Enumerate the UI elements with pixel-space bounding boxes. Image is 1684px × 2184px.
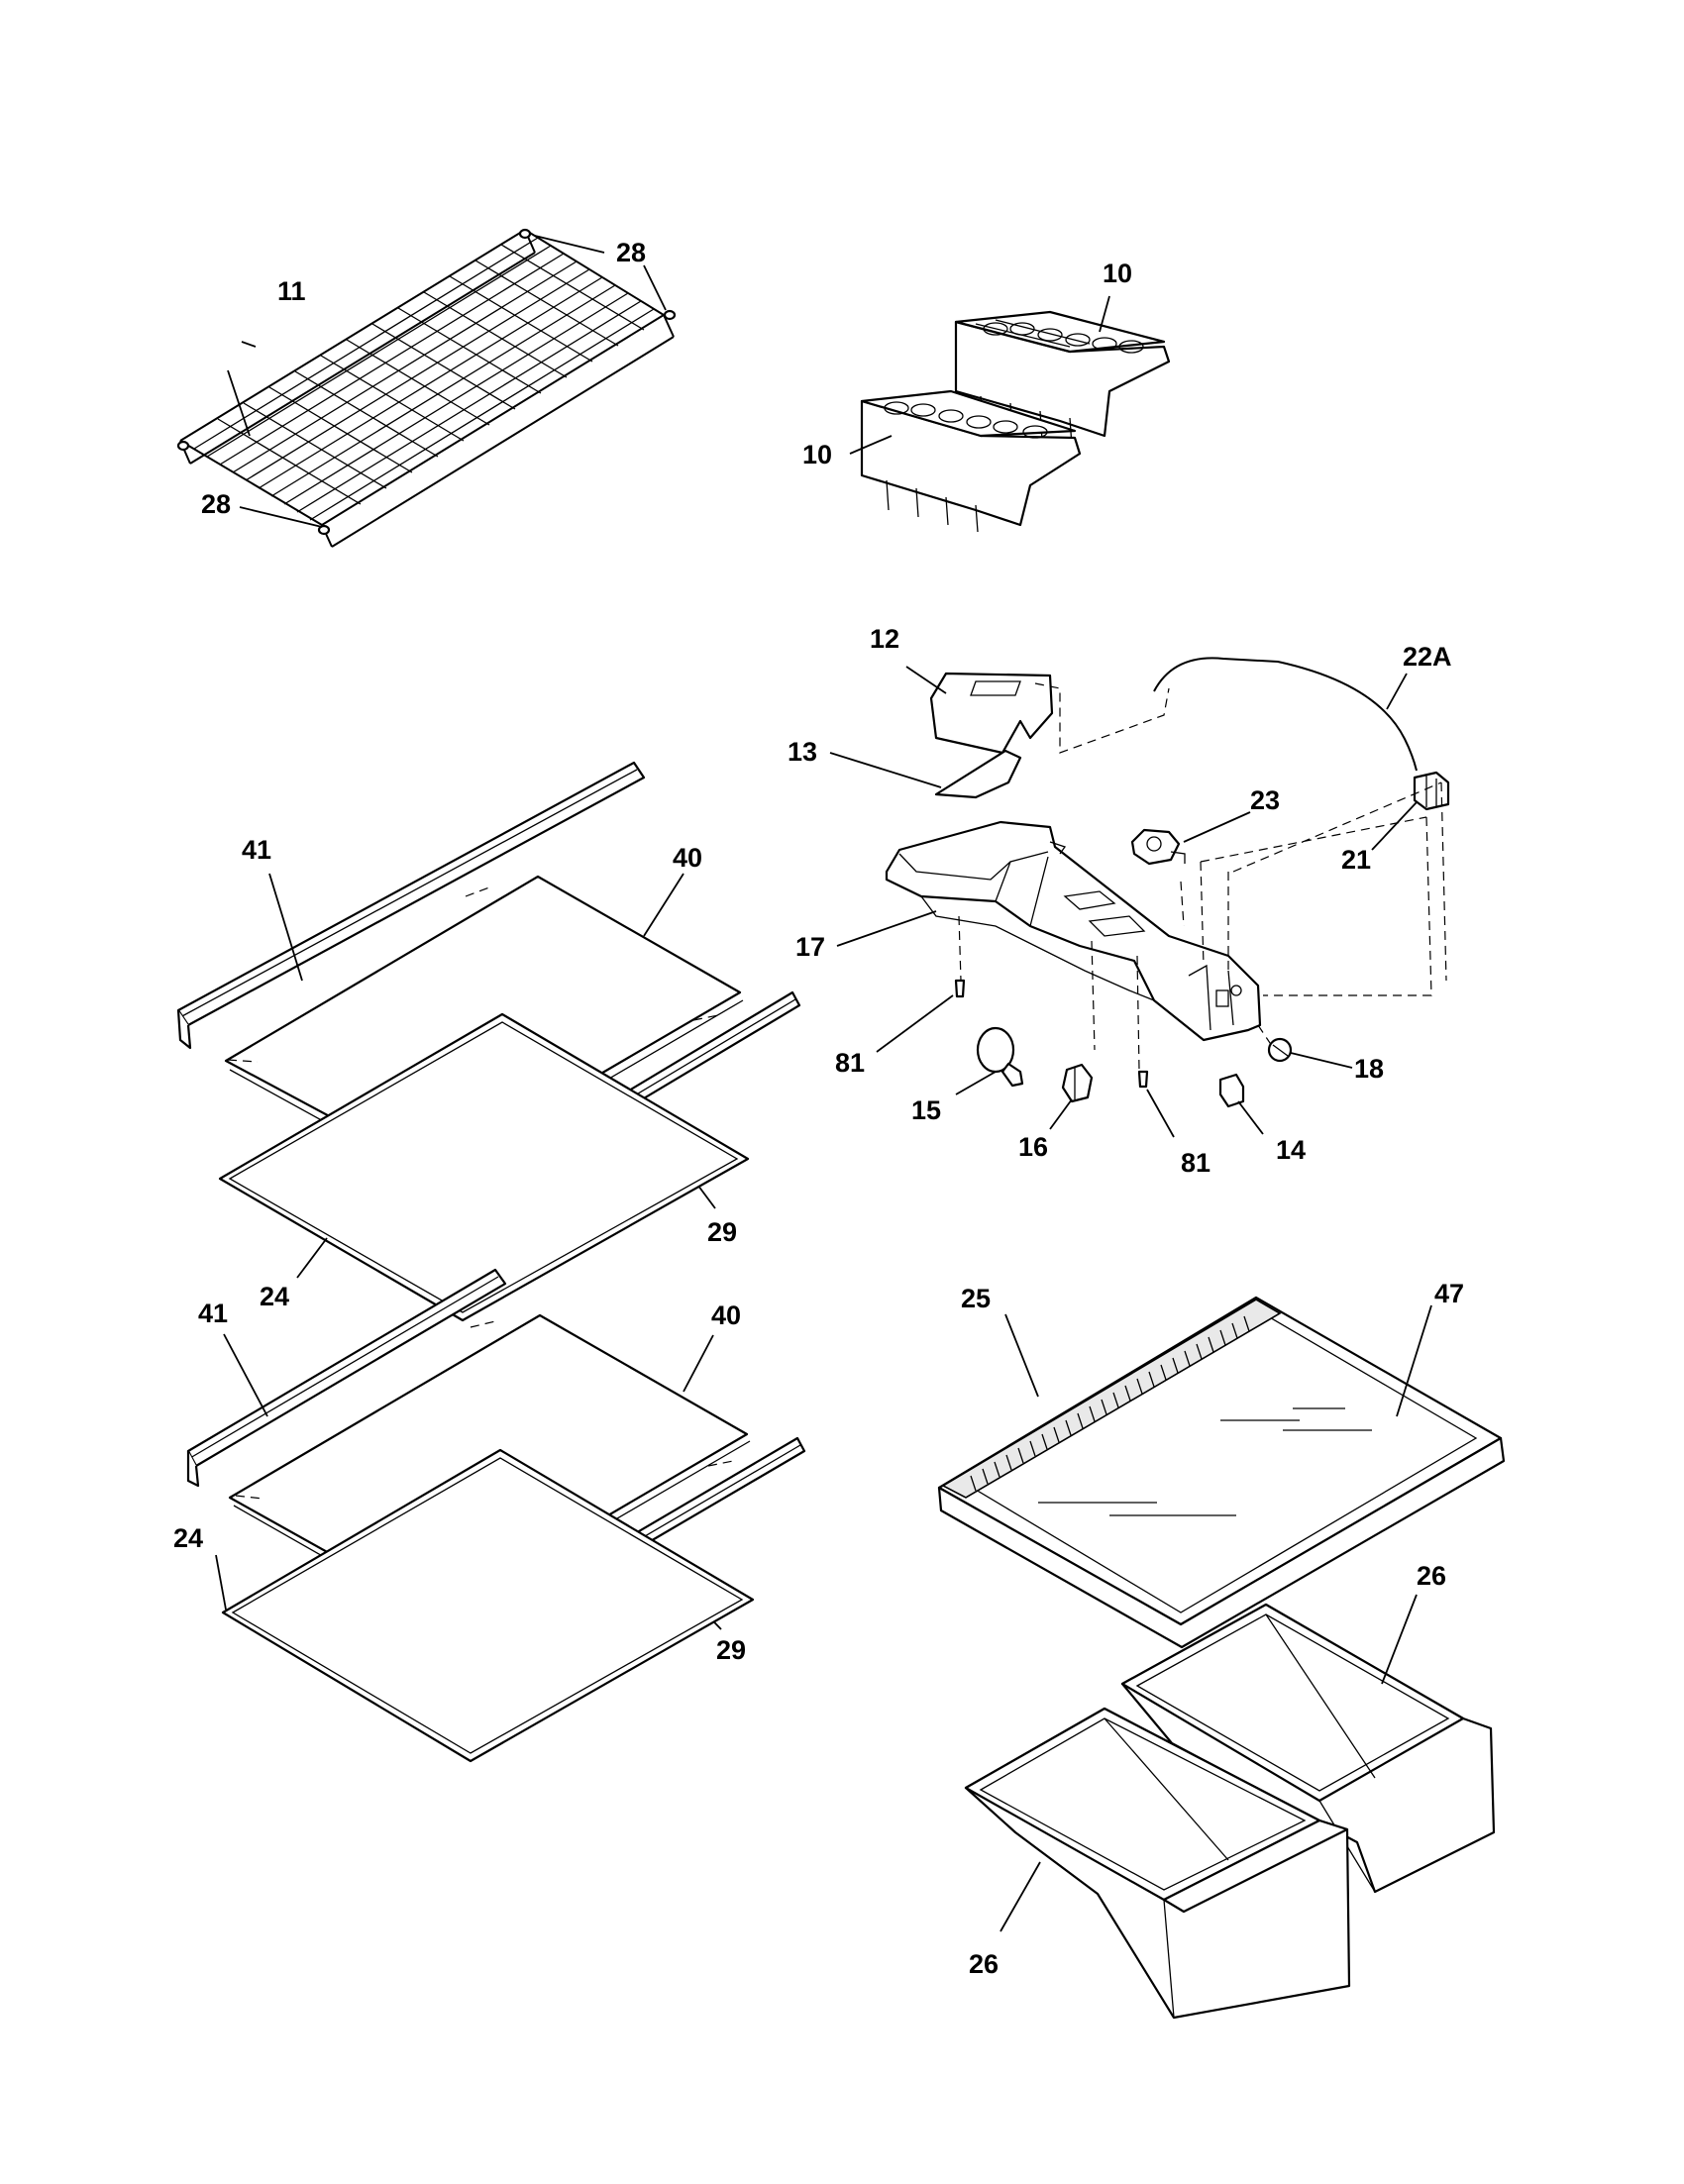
- callout-21: 21: [1341, 845, 1371, 875]
- wiring-harness-22a: [1153, 657, 1418, 772]
- callout-22a: 22A: [1403, 642, 1452, 672]
- callout-47: 47: [1434, 1279, 1464, 1308]
- callout-40: 40: [711, 1300, 741, 1330]
- crisper-drawer-26-front: [964, 1707, 1351, 2020]
- callout-12: 12: [870, 624, 899, 654]
- callout-17: 17: [795, 932, 825, 962]
- callout-16: 16: [1018, 1132, 1048, 1162]
- callout-29: 29: [707, 1217, 737, 1247]
- crisper-drawer-26-rear: [1120, 1603, 1496, 1894]
- callout-29: 29: [716, 1635, 746, 1665]
- screw-81-upper: [954, 979, 966, 998]
- callout-41: 41: [242, 835, 271, 865]
- shelf-end-cap-icon: [518, 228, 532, 240]
- callout-25: 25: [961, 1284, 991, 1313]
- ice-tray-10-lower: [860, 389, 1082, 533]
- callout-23: 23: [1250, 785, 1280, 815]
- crisper-cover-47: [937, 1296, 1506, 1649]
- connector-21: [1413, 771, 1450, 811]
- control-housing-17: [885, 820, 1262, 1042]
- shelf-end-cap-icon: [663, 309, 677, 321]
- callout-26: 26: [1417, 1561, 1446, 1591]
- callout-81: 81: [835, 1048, 865, 1078]
- callout-26: 26: [969, 1949, 999, 1979]
- callout-28: 28: [616, 238, 646, 267]
- callout-41: 41: [198, 1299, 228, 1328]
- callout-18: 18: [1354, 1054, 1384, 1084]
- shelf-frame-24-lower: [221, 1448, 755, 1763]
- switch-14: [1218, 1073, 1245, 1108]
- control-knob-18: [1267, 1037, 1293, 1063]
- callout-15: 15: [911, 1095, 941, 1125]
- callout-40: 40: [673, 843, 702, 873]
- callout-10: 10: [802, 440, 832, 469]
- callout-81: 81: [1181, 1148, 1210, 1178]
- wire-shelf-11: [176, 228, 677, 548]
- shelf-end-cap-icon: [317, 524, 331, 536]
- callout-10: 10: [1103, 259, 1132, 288]
- shelf-frame-24-upper: [218, 1012, 750, 1322]
- control-cover-12: [929, 672, 1054, 755]
- callout-14: 14: [1276, 1135, 1306, 1165]
- shelf-rail-41-upper: [176, 761, 646, 1050]
- shelf-rail-41-lower: [186, 1268, 507, 1488]
- shelf-end-cap-icon: [176, 440, 190, 452]
- callout-13: 13: [788, 737, 817, 767]
- light-bulb-15: [976, 1026, 1024, 1088]
- light-socket-16: [1061, 1063, 1094, 1103]
- light-lens-13: [934, 749, 1022, 799]
- callout-11: 11: [277, 276, 306, 306]
- callout-24: 24: [260, 1282, 289, 1311]
- callout-24: 24: [173, 1523, 203, 1553]
- screw-81-lower: [1137, 1070, 1149, 1089]
- thermostat-23: [1130, 828, 1186, 866]
- callout-28: 28: [201, 489, 231, 519]
